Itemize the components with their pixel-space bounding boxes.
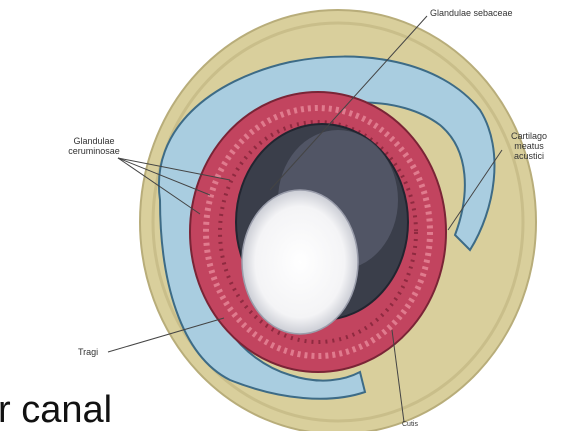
label-cartilago-meatus-acustici: Cartilago meatus acustici (503, 131, 555, 161)
label-glandulae-ceruminosae: Glandulae ceruminosae (54, 136, 134, 156)
slide-caption: r canal (0, 388, 112, 432)
label-cutis: Cutis (402, 420, 418, 430)
label-tragi: Tragi (78, 347, 98, 357)
canal-lumen (242, 190, 358, 334)
label-glandulae-sebaceae: Glandulae sebaceae (430, 8, 513, 18)
